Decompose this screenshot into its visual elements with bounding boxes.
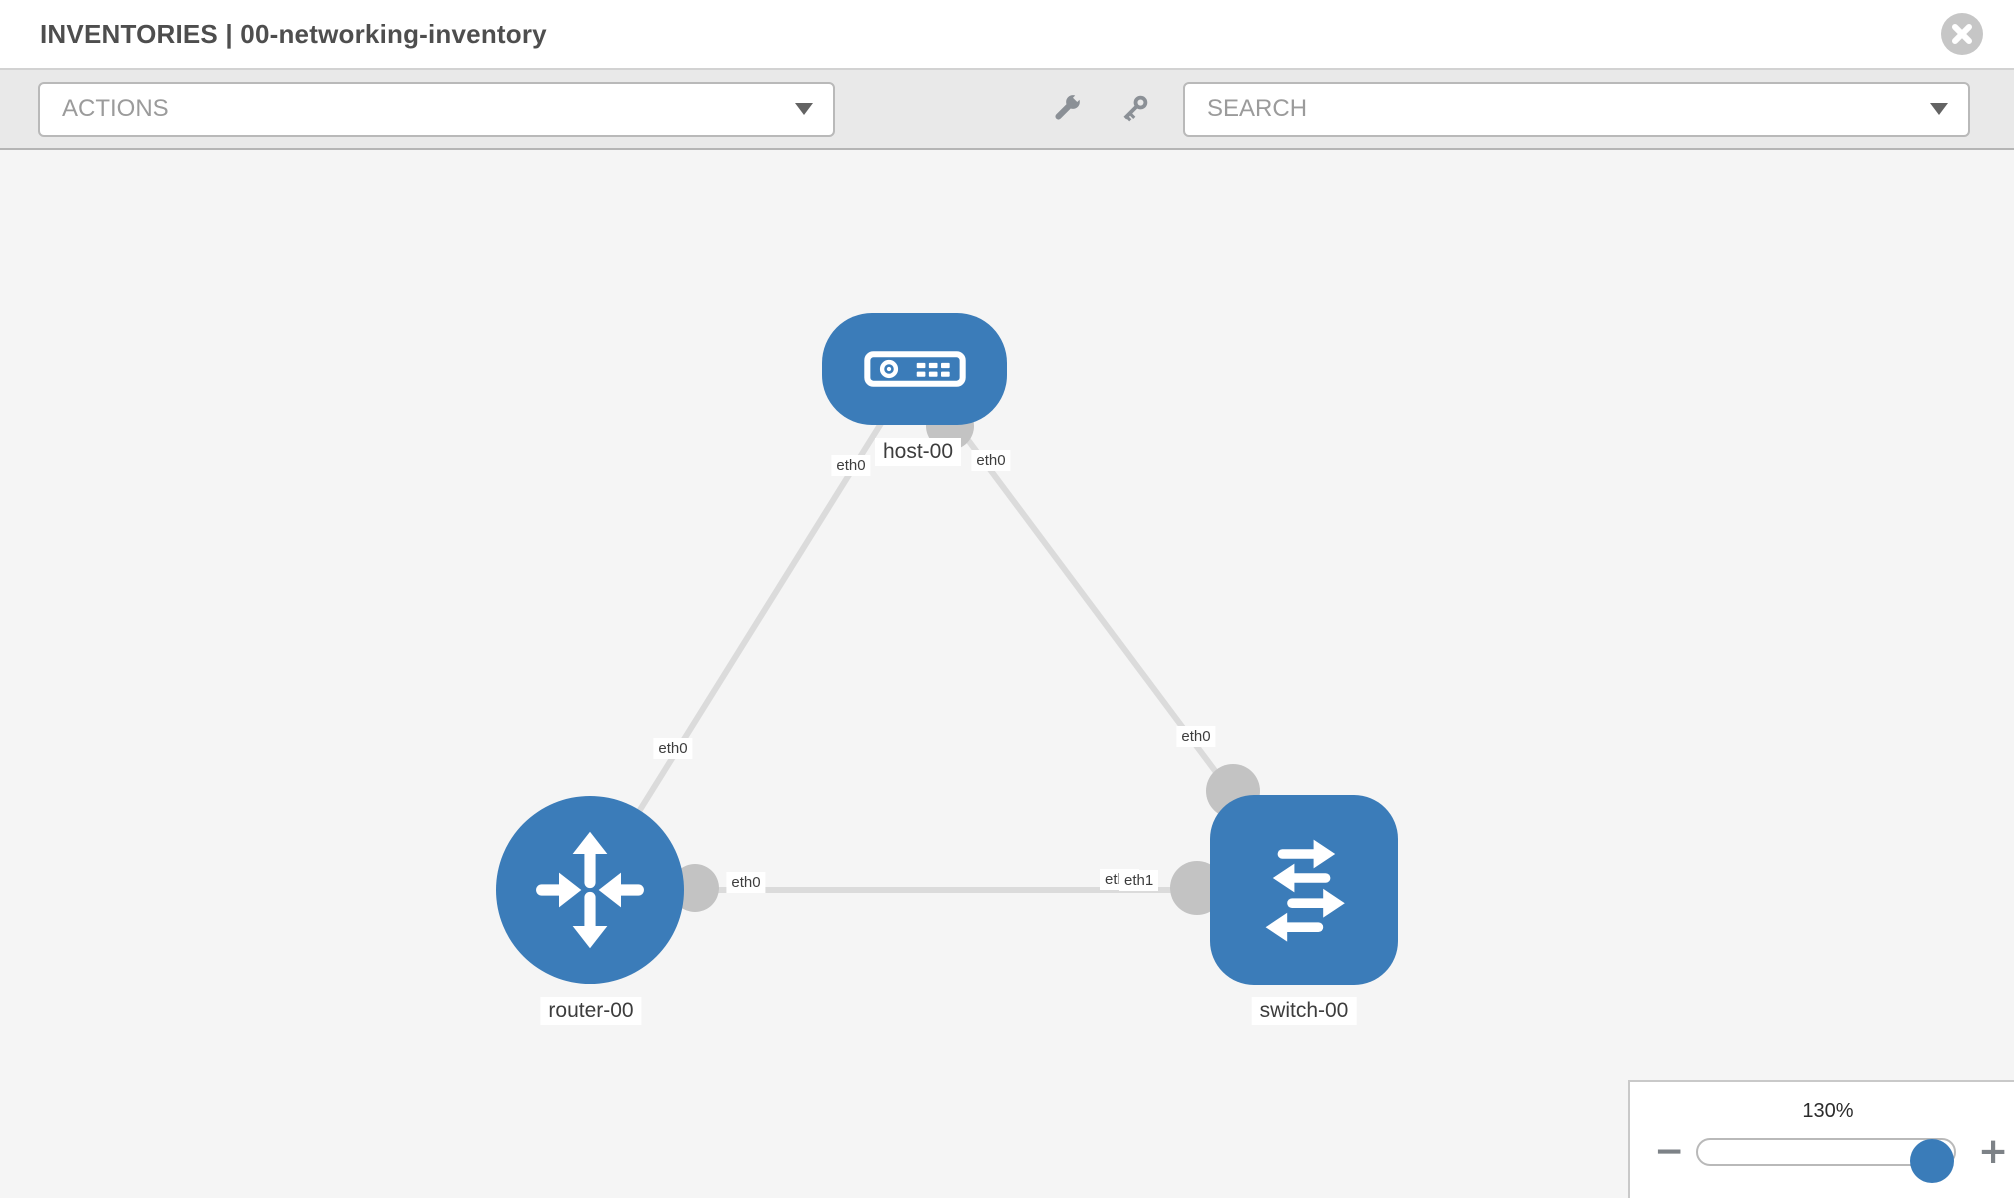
close-button[interactable] xyxy=(1941,13,1983,55)
zoom-slider-track[interactable] xyxy=(1696,1138,1956,1183)
zoom-panel: 130% − + xyxy=(1628,1080,2014,1198)
iface-label-host-right: eth0 xyxy=(971,450,1011,471)
zoom-level-value: 130% xyxy=(1802,1100,1854,1122)
router-icon xyxy=(536,831,644,949)
node-router[interactable] xyxy=(496,796,684,984)
node-label-router: router-00 xyxy=(540,997,642,1025)
zoom-out-button[interactable]: − xyxy=(1654,1131,1685,1172)
zoom-slider-thumb[interactable] xyxy=(1910,1139,1954,1183)
close-icon xyxy=(1952,24,1972,44)
actions-dropdown[interactable]: ACTIONS xyxy=(38,81,835,137)
iface-label-router-top: eth0 xyxy=(653,738,693,759)
iface-label-switch-top: eth0 xyxy=(1176,726,1216,747)
iface-label-host-left: eth0 xyxy=(831,455,871,476)
iface-label-router-right: eth0 xyxy=(726,872,766,893)
node-label-switch: switch-00 xyxy=(1251,997,1357,1025)
search-dropdown[interactable]: SEARCH xyxy=(1183,81,1970,137)
switch-icon xyxy=(1265,839,1345,942)
chevron-down-icon xyxy=(1930,103,1948,115)
topology-canvas[interactable]: host-00 router-00 switch-00 eth0 eth0 et… xyxy=(0,150,2014,1198)
iface-label-switch-left-front: eth1 xyxy=(1119,870,1159,891)
chevron-down-icon xyxy=(795,103,813,115)
toolbar: ACTIONS SEARCH xyxy=(0,70,2014,150)
title-bar: INVENTORIES | 00-networking-inventory xyxy=(0,0,2014,70)
wrench-icon xyxy=(1055,92,1083,120)
node-host[interactable] xyxy=(822,313,1007,425)
host-icon xyxy=(863,351,966,387)
links-layer xyxy=(587,367,1307,915)
configure-tools-button[interactable] xyxy=(1046,89,1086,129)
node-label-host: host-00 xyxy=(874,438,962,466)
page-title: INVENTORIES | 00-networking-inventory xyxy=(40,18,547,49)
zoom-in-button[interactable]: + xyxy=(1978,1131,2009,1172)
key-icon xyxy=(1123,95,1148,122)
credentials-button[interactable] xyxy=(1114,89,1154,129)
actions-dropdown-label: ACTIONS xyxy=(62,95,169,122)
search-placeholder: SEARCH xyxy=(1207,95,1308,122)
node-switch[interactable] xyxy=(1210,795,1398,985)
